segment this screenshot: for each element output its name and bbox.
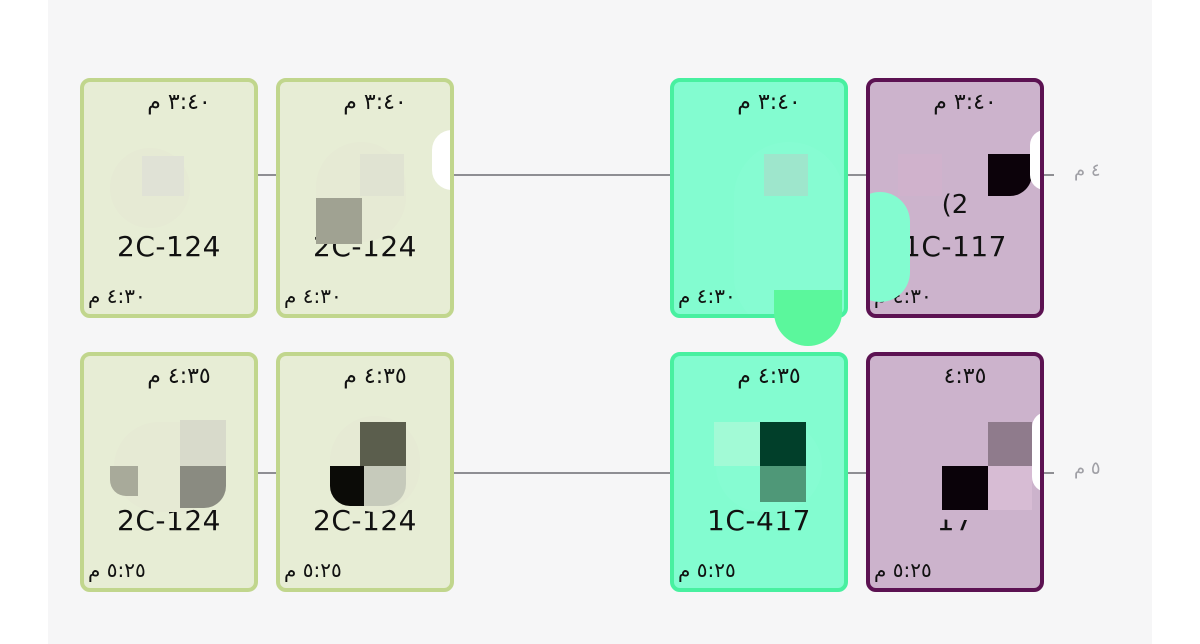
redaction-block [898,154,942,196]
end-time: ٥:٢٥ م [874,558,932,582]
redaction-blur [1030,130,1040,190]
end-time: ٤:٣٠ م [284,284,342,308]
redaction-blur [1032,412,1040,492]
end-time: ٤:٣٠ م [678,284,736,308]
redaction-block [714,422,760,466]
start-time: ٣:٤٠ م [933,90,997,115]
course-title: (2 [941,190,969,220]
start-time: ٤:٣٥ م [343,364,407,389]
redaction-block [364,466,406,506]
redaction-block [360,422,406,466]
redaction-blur [774,290,842,346]
hour-label-5pm: ٥ م [1074,458,1101,479]
end-time: ٥:٢٥ م [678,558,736,582]
redaction-block [360,154,404,196]
redaction-block [110,466,138,496]
start-time: ٤:٣٥ م [147,364,211,389]
start-time: ٤:٣٥ م [737,364,801,389]
start-time: ٤:٣٥ [943,364,987,389]
hour-line-4pm [84,174,1054,176]
redaction-blur [870,192,910,302]
start-time: ٣:٤٠ م [343,90,407,115]
redaction-block [142,156,184,196]
redaction-block [942,466,988,510]
class-card[interactable]: ٤:٣٥ م (1 2C-124 ٥:٢٥ م [276,352,454,592]
redaction-blur [432,130,450,190]
room-number: 2C-124 [117,230,221,263]
redaction-block [988,422,1032,466]
start-time: ٣:٤٠ م [737,90,801,115]
redaction-block [760,466,806,502]
redaction-block [316,198,362,244]
redaction-block [988,154,1032,196]
class-card[interactable]: ٣:٤٠ م (2 1C-117 ٤:٣٠ م [866,78,1044,318]
class-card[interactable]: ٤:٣٥ 17 ٥:٢٥ م [866,352,1044,592]
class-card[interactable]: ٣:٤٠ م ال 2C-124 ٤:٣٠ م [276,78,454,318]
hour-line-5pm [84,472,1054,474]
redaction-block [330,466,364,506]
class-card[interactable]: ٣:٤٠ م (1 1C ٤:٣٠ م [670,78,848,318]
hour-label-4pm: ٤ م [1074,160,1101,181]
end-time: ٥:٢٥ م [284,558,342,582]
redaction-block [764,154,808,196]
room-number: 1C-117 [903,230,1007,263]
redaction-block [988,466,1032,510]
redaction-block [760,422,806,466]
start-time: ٣:٤٠ م [147,90,211,115]
end-time: ٥:٢٥ م [88,558,146,582]
class-card[interactable]: ٤:٣٥ م ( 2C-124 ٥:٢٥ م [80,352,258,592]
redaction-block [180,420,226,466]
end-time: ٤:٣٠ م [88,284,146,308]
class-card[interactable]: ٤:٣٥ م ( 1C-417 ٥:٢٥ م [670,352,848,592]
redaction-block [180,466,226,508]
class-card[interactable]: ٣:٤٠ م ا 2C-124 ٤:٣٠ م [80,78,258,318]
